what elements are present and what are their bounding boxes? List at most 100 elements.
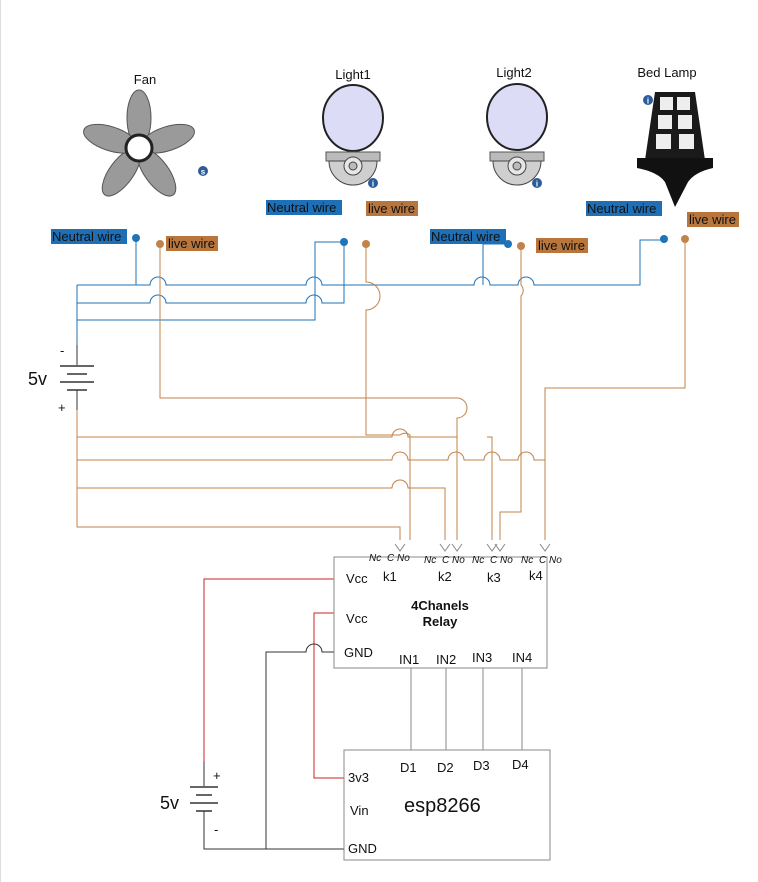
neutral-wire-tag-bedlamp: Neutral wire [586, 201, 662, 216]
live-wire-light1 [365, 245, 411, 540]
svg-text:Nc: Nc [521, 555, 533, 566]
battery-top-minus: - [60, 343, 64, 358]
svg-text:No: No [500, 555, 513, 566]
lamp-icon [637, 92, 713, 207]
fan-icon [83, 89, 195, 197]
bed-lamp-device[interactable]: Bed Lamp i [637, 65, 713, 207]
battery-bottom-minus: - [214, 822, 218, 837]
fan-label: Fan [134, 72, 156, 87]
relay-contacts-k2: Nc C No k2 [424, 555, 465, 584]
bulb-icon [322, 84, 384, 186]
svg-text:C: C [442, 555, 450, 566]
svg-text:C: C [539, 555, 547, 566]
svg-text:Neutral wire: Neutral wire [587, 201, 656, 216]
relay-vcc1: Vcc [346, 571, 368, 586]
connection-dots [132, 234, 689, 250]
svg-text:C: C [387, 553, 395, 564]
live-wire-tag-fan: live wire [166, 236, 218, 251]
relay-in4: IN4 [512, 650, 532, 665]
light1-label: Light1 [335, 67, 370, 82]
live-wire-tag-light1: live wire [366, 201, 418, 216]
svg-text:s: s [201, 168, 206, 177]
neutral-wire-tag-light1: Neutral wire [266, 200, 342, 215]
control-wire-group [203, 578, 523, 850]
svg-text:live wire: live wire [368, 201, 415, 216]
info-icon[interactable]: i [643, 95, 653, 106]
info-icon[interactable]: i [532, 178, 542, 189]
battery-top-plus: + [58, 400, 66, 415]
neutral-wire-tag-light2: Neutral wire [430, 229, 506, 244]
svg-text:live wire: live wire [689, 212, 736, 227]
neutral-wire-tag-fan: Neutral wire [51, 229, 127, 244]
svg-text:Nc: Nc [424, 555, 436, 566]
live-wire-tag-bedlamp: live wire [687, 212, 739, 227]
svg-text:live wire: live wire [538, 238, 585, 253]
svg-text:Nc: Nc [369, 553, 381, 564]
wire-bat-gnd [203, 830, 266, 850]
svg-text:i: i [372, 180, 374, 189]
relay-in2: IN2 [436, 652, 456, 667]
esp-pin-vin: Vin [350, 803, 369, 818]
esp-title: esp8266 [404, 795, 481, 817]
relay-input-arrows [394, 543, 551, 552]
relay-in3: IN3 [472, 650, 492, 665]
live-wire-fan [159, 245, 468, 540]
svg-text:live wire: live wire [168, 236, 215, 251]
esp-pin-d2: D2 [437, 760, 454, 775]
light2-label: Light2 [496, 65, 531, 80]
info-icon[interactable]: i [368, 178, 378, 189]
live-wire-group [76, 240, 686, 540]
esp8266-board[interactable]: esp8266 3v3 Vin GND D1 D2 D3 D4 [343, 749, 551, 861]
svg-text:Neutral wire: Neutral wire [52, 229, 121, 244]
live-wire-bus [76, 410, 546, 540]
battery-top-label: 5v [28, 369, 47, 389]
relay-channel-k3: k3 [487, 570, 501, 585]
svg-text:C: C [490, 555, 498, 566]
svg-text:No: No [397, 553, 410, 564]
relay-title-2: Relay [423, 614, 458, 629]
wire-gnd-black [265, 643, 344, 850]
relay-contacts-k3: Nc C No k3 [472, 555, 513, 585]
svg-text:i: i [536, 180, 538, 189]
relay-title-1: 4Chanels [411, 598, 469, 613]
bed-lamp-label: Bed Lamp [637, 65, 696, 80]
live-wire-tag-light2: live wire [536, 238, 588, 253]
bulb-icon [486, 83, 548, 186]
light1-device[interactable]: Light1 i [322, 67, 384, 189]
relay-contacts-k4: Nc C No k4 [521, 555, 562, 583]
relay-channel-k1: k1 [383, 569, 397, 584]
fan-device[interactable]: Fan s [80, 72, 208, 202]
svg-text:Neutral wire: Neutral wire [431, 229, 500, 244]
battery-top[interactable]: 5v - + [28, 343, 94, 415]
live-wire-light2 [499, 246, 524, 540]
esp-pin-gnd: GND [348, 841, 377, 856]
relay-channel-k4: k4 [529, 568, 543, 583]
esp-pin-d3: D3 [473, 758, 490, 773]
light2-device[interactable]: Light2 i [486, 65, 548, 189]
esp-pin-d1: D1 [400, 760, 417, 775]
svg-text:No: No [549, 555, 562, 566]
wire-3v3-red [313, 612, 344, 779]
svg-text:i: i [647, 97, 649, 106]
esp-pin-3v3: 3v3 [348, 770, 369, 785]
relay-channel-k2: k2 [438, 569, 452, 584]
relay-contacts-k1: Nc C No k1 [369, 553, 410, 584]
battery-bottom-plus: + [213, 768, 221, 783]
esp-pin-d4: D4 [512, 757, 529, 772]
neutral-wire-group [76, 239, 664, 345]
info-icon[interactable]: s [198, 166, 208, 177]
relay-in1: IN1 [399, 652, 419, 667]
wire-vcc-red [203, 578, 344, 762]
neutral-wire-fan [135, 239, 664, 286]
neutral-wire-light1 [77, 241, 345, 304]
battery-bottom[interactable]: 5v + - [160, 762, 221, 837]
svg-text:No: No [452, 555, 465, 566]
svg-text:Neutral wire: Neutral wire [267, 200, 336, 215]
neutral-wire-common [76, 241, 344, 345]
relay-module[interactable]: 4Chanels Relay Vcc Vcc GND Nc C No k1 Nc… [333, 553, 562, 669]
battery-bottom-label: 5v [160, 793, 179, 813]
relay-vcc2: Vcc [346, 611, 368, 626]
relay-gnd: GND [344, 645, 373, 660]
svg-text:Nc: Nc [472, 555, 484, 566]
